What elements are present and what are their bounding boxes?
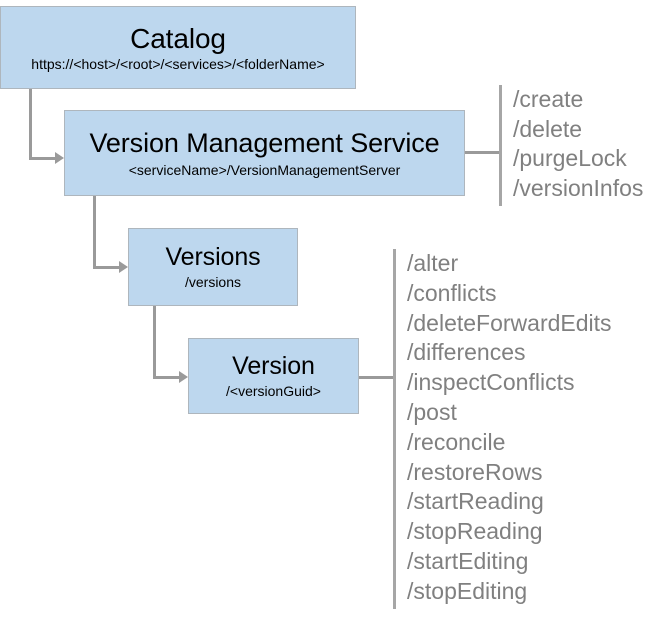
arrowhead-catalog-to-service — [55, 152, 64, 164]
node-catalog-title: Catalog — [130, 22, 226, 54]
node-version-management-service-title: Version Management Service — [89, 128, 440, 159]
arrowhead-versions-to-version — [179, 371, 188, 383]
operation-item[interactable]: /conflicts — [407, 279, 497, 306]
arrowhead-service-to-versions — [119, 261, 128, 273]
operation-item[interactable]: /versionInfos — [513, 174, 644, 201]
operation-item[interactable]: /delete — [513, 115, 583, 142]
operation-item[interactable]: /restoreRows — [407, 458, 543, 485]
operation-list-version: /alter /conflicts /deleteForwardEdits /d… — [393, 249, 612, 609]
connector-catalog-to-service-vertical — [29, 88, 32, 159]
operation-item[interactable]: /post — [407, 398, 457, 425]
operation-item[interactable]: /startReading — [407, 488, 544, 515]
operation-list-service-bracket — [499, 85, 502, 206]
node-catalog-subtitle: https://<host>/<root>/<services>/<folder… — [31, 56, 325, 73]
connector-versions-to-version-vertical — [153, 306, 156, 378]
operation-item[interactable]: /create — [513, 86, 584, 112]
operation-list-service: /create /delete /purgeLock /versionInfos — [499, 85, 643, 206]
operation-list-version-items: /alter /conflicts /deleteForwardEdits /d… — [407, 249, 612, 609]
operation-list-version-bracket — [393, 249, 396, 609]
operation-item[interactable]: /stopReading — [407, 518, 543, 545]
operation-item[interactable]: /stopEditing — [407, 577, 528, 604]
node-version-subtitle: /<versionGuid> — [226, 383, 321, 400]
operation-item[interactable]: /startEditing — [407, 547, 529, 574]
connector-version-to-operations — [358, 376, 396, 379]
connector-service-to-versions-vertical — [93, 196, 96, 268]
node-version-management-service-subtitle: <serviceName>/VersionManagementServer — [128, 161, 401, 178]
node-catalog[interactable]: Catalog https://<host>/<root>/<services>… — [0, 6, 356, 89]
node-version[interactable]: Version /<versionGuid> — [188, 338, 359, 414]
node-versions[interactable]: Versions /versions — [128, 228, 298, 306]
operation-item[interactable]: /alter — [407, 250, 459, 276]
operation-item[interactable]: /inspectConflicts — [407, 369, 575, 396]
node-version-management-service[interactable]: Version Management Service <serviceName>… — [64, 110, 465, 196]
operation-item[interactable]: /differences — [407, 339, 526, 366]
operation-item[interactable]: /deleteForwardEdits — [407, 309, 612, 336]
node-versions-subtitle: /versions — [184, 274, 242, 291]
node-version-title: Version — [232, 352, 315, 381]
connector-service-to-versions-horizontal — [93, 266, 121, 269]
node-versions-title: Versions — [165, 243, 261, 272]
connector-versions-to-version-horizontal — [153, 376, 181, 379]
operation-item[interactable]: /purgeLock — [513, 145, 627, 171]
connector-service-to-operations — [464, 151, 501, 154]
operation-item[interactable]: /reconcile — [407, 428, 506, 455]
operation-list-service-items: /create /delete /purgeLock /versionInfos — [513, 85, 643, 206]
connector-catalog-to-service-horizontal — [29, 157, 57, 160]
